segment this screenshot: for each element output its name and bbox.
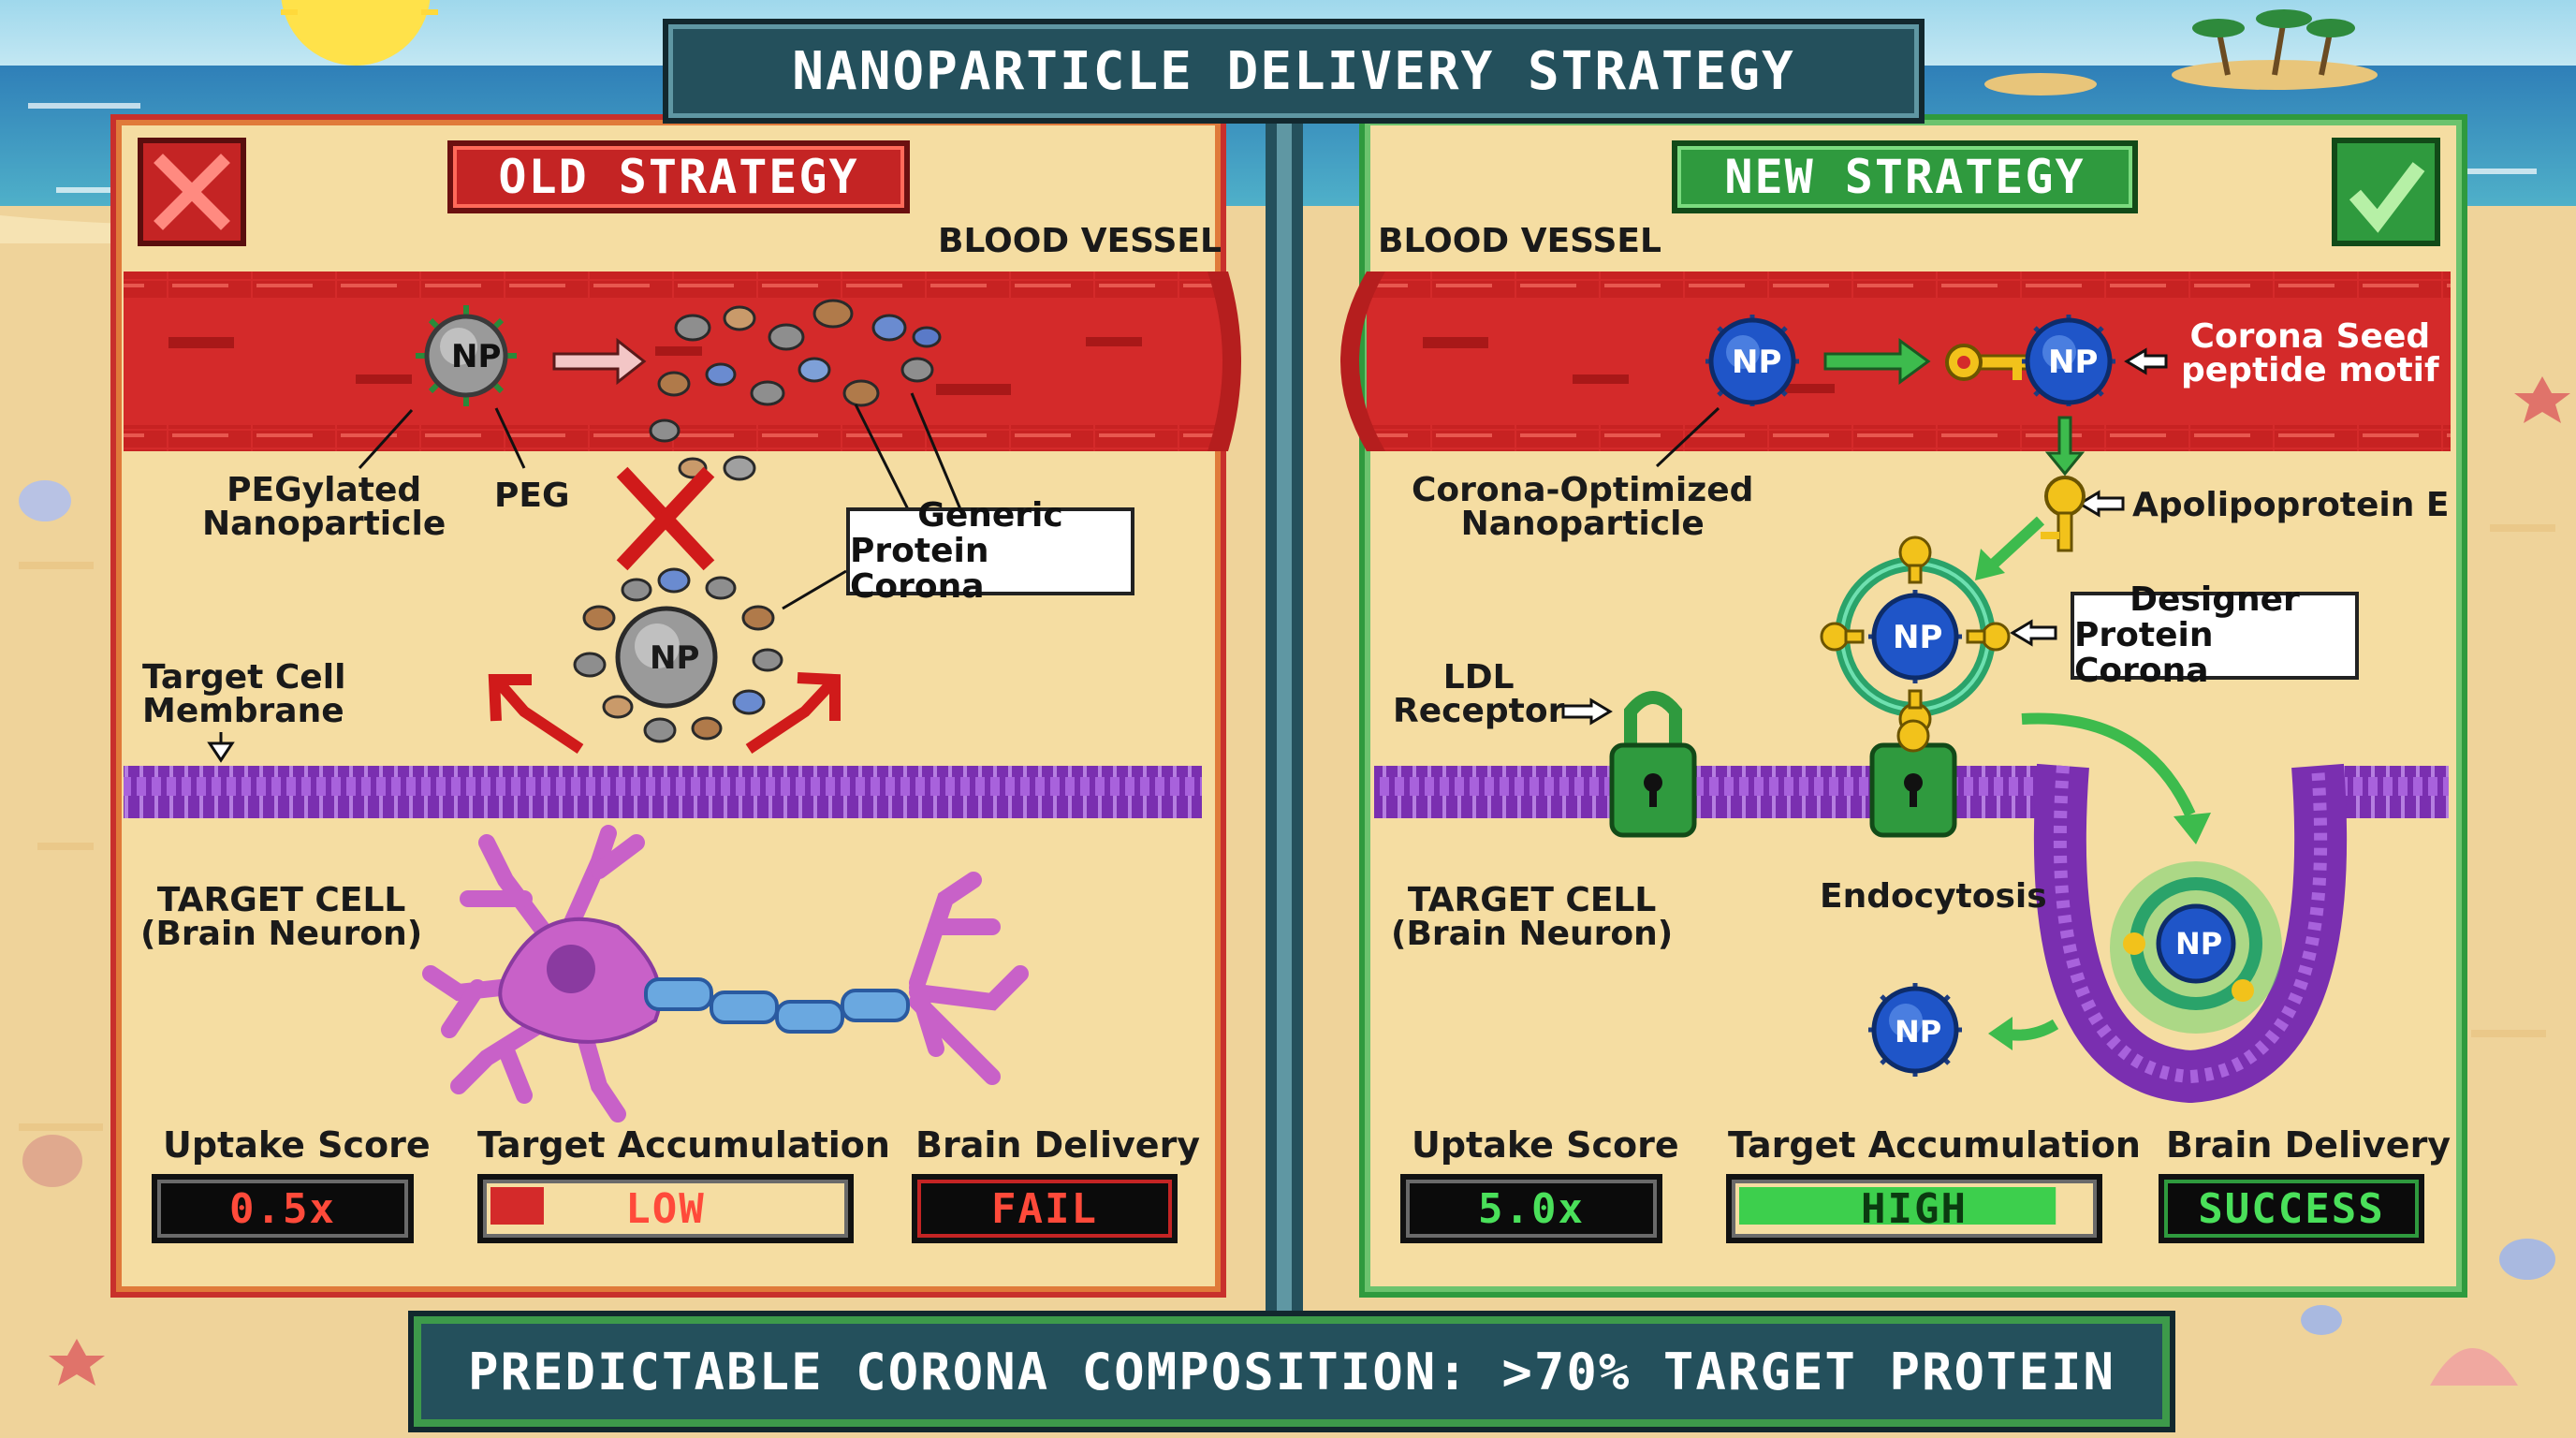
starfish-icon	[49, 1339, 105, 1386]
new-leader-lines	[1655, 406, 1720, 468]
old-vessel-label: BLOOD VESSEL	[938, 222, 1222, 260]
old-blood-vessel	[124, 271, 1241, 451]
old-brain-delivery-value: FAIL	[912, 1174, 1178, 1243]
new-accumulation-fill	[1739, 1187, 2056, 1225]
new-brain-delivery-label: Brain Delivery	[2166, 1124, 2452, 1166]
peg-label: PEG	[494, 477, 570, 515]
apoe-key-icon	[2041, 476, 2086, 552]
old-np-label: NP	[451, 338, 502, 375]
footer-text: PREDICTABLE CORONA COMPOSITION: >70% TAR…	[467, 1342, 2116, 1401]
endocytosis-arrow-icon	[2021, 712, 2211, 844]
shell-icon	[22, 1135, 82, 1187]
arrow-down-icon	[2044, 416, 2086, 477]
old-leader-lines	[219, 392, 962, 758]
internalized-nanoparticle	[2123, 877, 2262, 1010]
new-uptake-label: Uptake Score	[1412, 1124, 1679, 1166]
pointer-arrows	[207, 347, 2168, 763]
old-brain-delivery-label: Brain Delivery	[915, 1124, 1201, 1166]
old-uptake-value: 0.5x	[152, 1174, 414, 1243]
shell-icon	[19, 480, 71, 521]
old-corona-np-label: NP	[650, 639, 700, 677]
new-uptake-value: 5.0x	[1400, 1174, 1662, 1243]
new-accumulation-label: Target Accumulation	[1728, 1124, 2141, 1166]
key-icon	[1945, 344, 2042, 381]
starfish-icon	[2514, 376, 2570, 423]
seeded-np-label: NP	[2048, 344, 2099, 381]
arrow-diagonal-icon	[1975, 516, 2045, 580]
shell-icon	[2499, 1239, 2555, 1280]
arrow-right-icon	[1823, 338, 1931, 385]
designer-corona-nanoparticle	[1820, 536, 2011, 736]
new-accumulation-value: HIGH	[1726, 1174, 2102, 1243]
endocytosis-label: Endocytosis	[1820, 877, 2047, 916]
release-arrow-icon	[1988, 1017, 2059, 1050]
new-strategy-heading-text: NEW STRATEGY	[1724, 150, 2086, 204]
old-cell-membrane	[124, 766, 1202, 818]
page-title-text: NANOPARTICLE DELIVERY STRATEGY	[792, 40, 1795, 102]
old-np-with-corona	[573, 567, 783, 743]
pegylated-nanoparticle	[416, 305, 517, 406]
ldl-receptor-lock-icon	[1609, 691, 1697, 838]
checkmark-icon	[2332, 138, 2440, 246]
old-accumulation-label: Target Accumulation	[477, 1124, 890, 1166]
released-np-label: NP	[1895, 1014, 1942, 1049]
designer-np-label: NP	[1893, 619, 1943, 656]
bound-receptor-lock-icon	[1869, 719, 1957, 838]
arrow-right-icon	[552, 337, 647, 386]
bounce-arrows	[488, 672, 841, 754]
old-target-cell-label: TARGET CELL(Brain Neuron)	[140, 881, 423, 953]
new-strategy-heading: NEW STRATEGY	[1672, 140, 2138, 213]
shell-icon	[2430, 1348, 2518, 1386]
shell-icon	[2301, 1305, 2342, 1335]
old-strategy-heading: OLD STRATEGY	[447, 140, 910, 213]
apoe-label: Apolipoprotein E	[2132, 486, 2450, 524]
vesicle-np-label: NP	[2175, 926, 2223, 961]
old-uptake-label: Uptake Score	[163, 1124, 431, 1166]
old-neuron	[422, 825, 1029, 1123]
blocked-x-icon	[616, 466, 715, 571]
page-title: NANOPARTICLE DELIVERY STRATEGY	[663, 19, 1925, 124]
new-brain-delivery-value: SUCCESS	[2159, 1174, 2424, 1243]
seeded-nanoparticle	[2022, 315, 2115, 406]
corona-optimized-nanoparticle	[1705, 315, 1799, 406]
old-strategy-heading-text: OLD STRATEGY	[498, 150, 859, 204]
new-np-label: NP	[1732, 344, 1782, 381]
footer-banner: PREDICTABLE CORONA COMPOSITION: >70% TAR…	[408, 1311, 2175, 1432]
new-vessel-label: BLOOD VESSEL	[1378, 222, 1661, 260]
old-accumulation-fill	[490, 1187, 544, 1225]
x-icon	[138, 138, 246, 246]
new-target-cell-label: TARGET CELL(Brain Neuron)	[1391, 881, 1674, 953]
old-accumulation-value: LOW	[477, 1174, 854, 1243]
released-nanoparticle	[1868, 983, 1962, 1077]
